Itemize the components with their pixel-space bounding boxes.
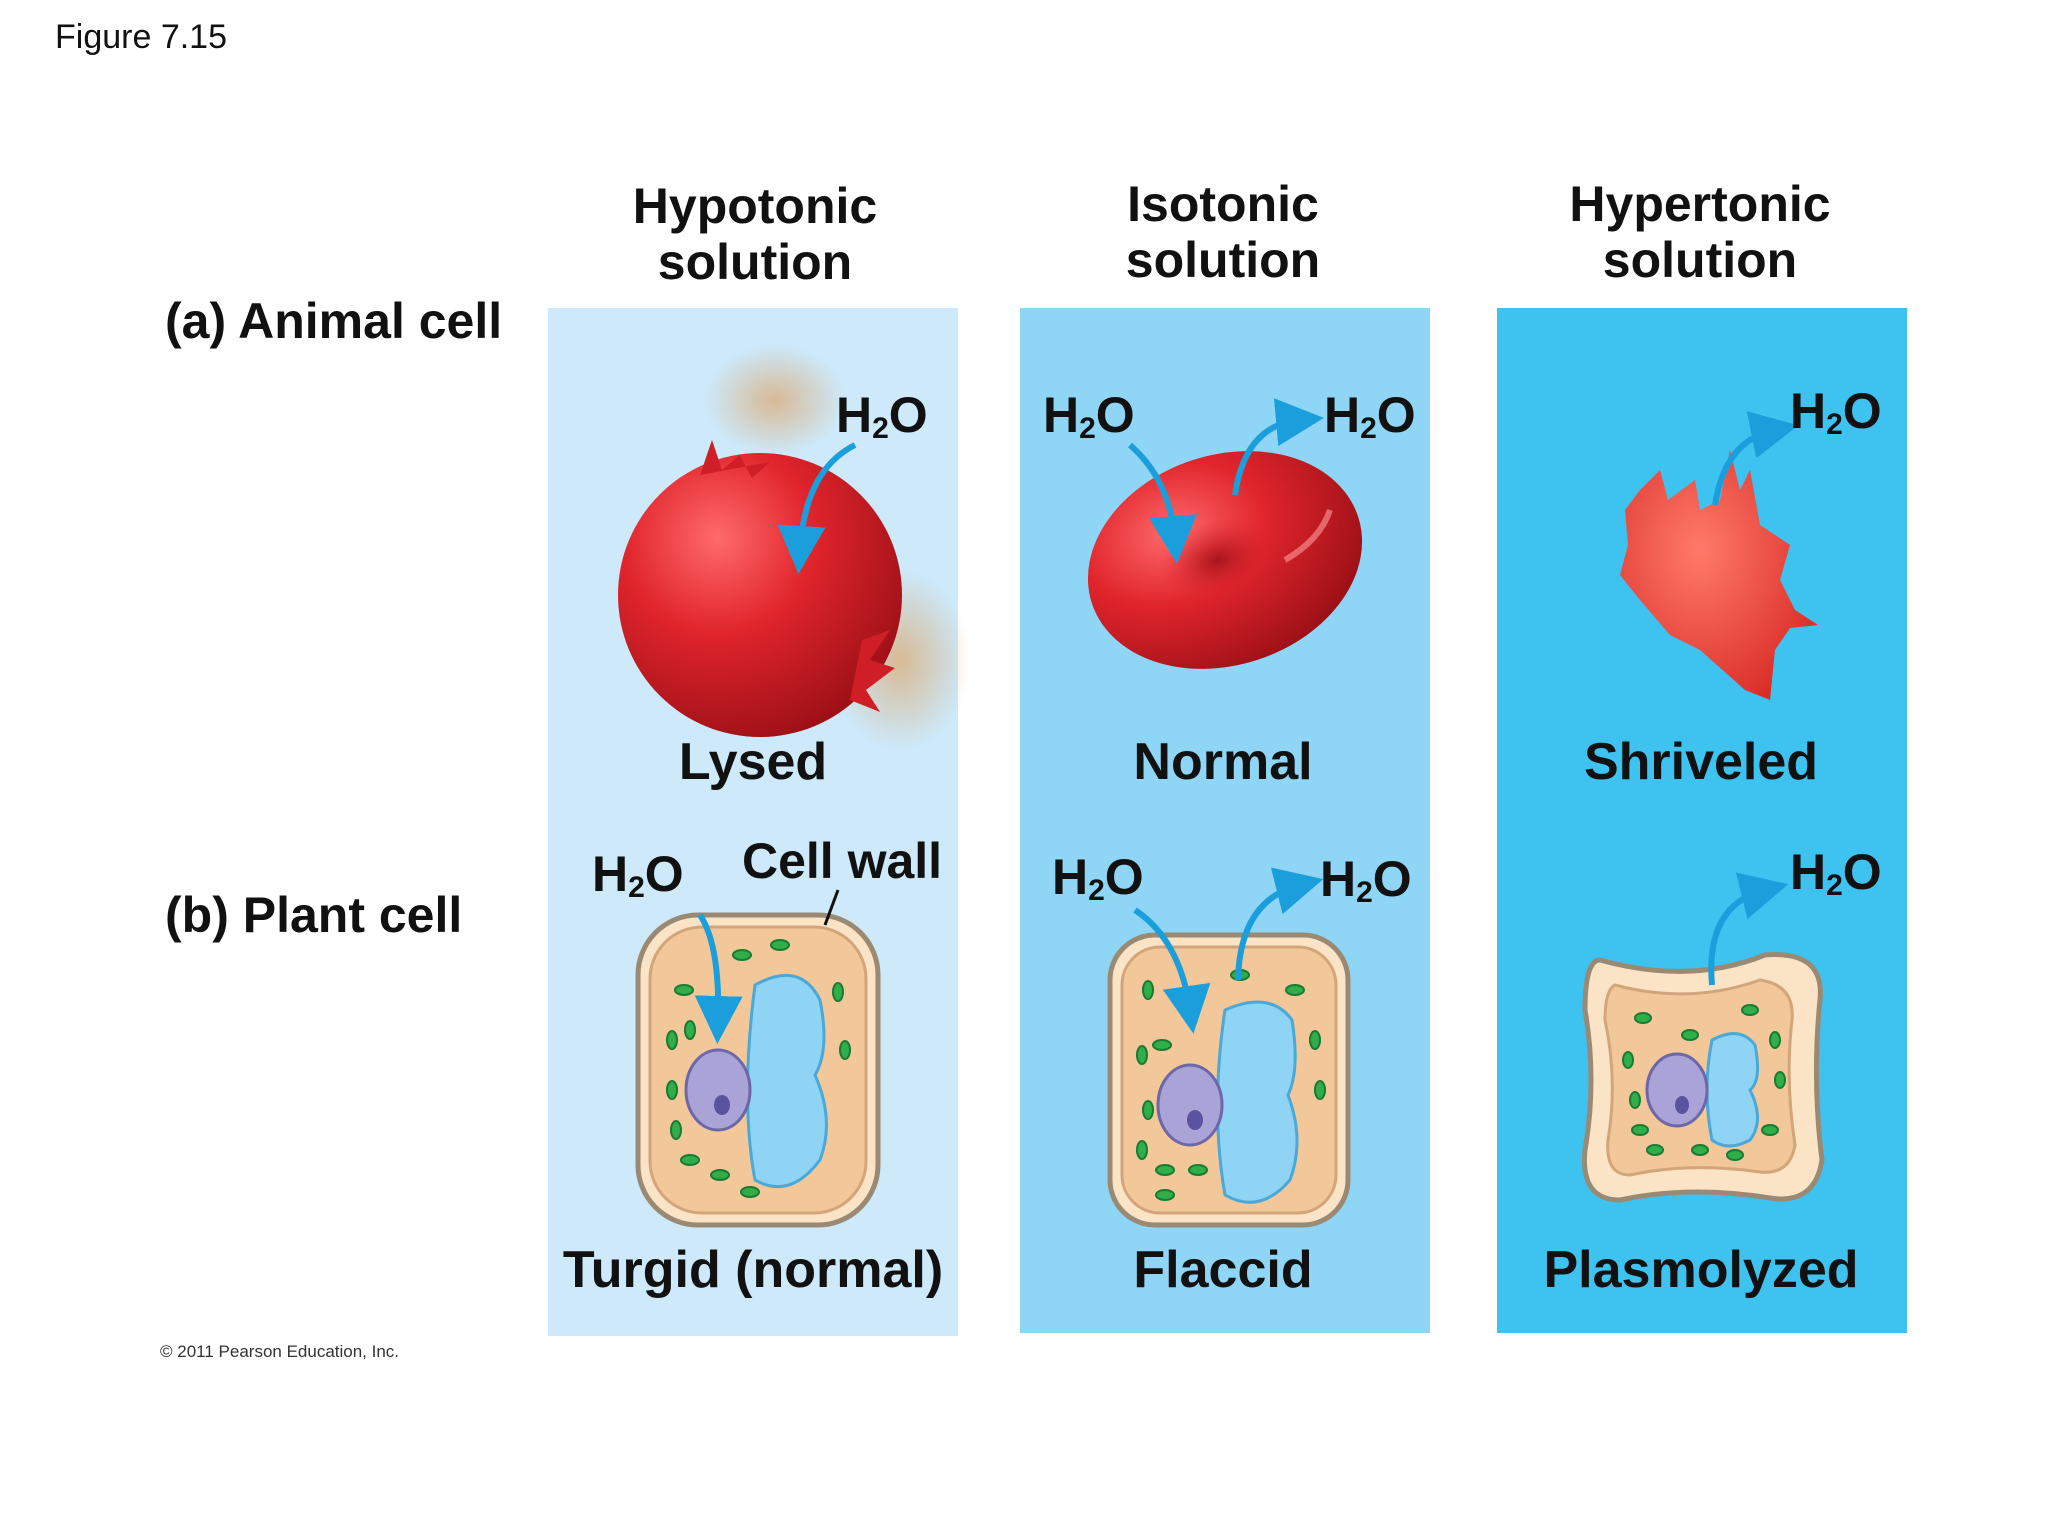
copyright-notice: © 2011 Pearson Education, Inc.	[160, 1342, 400, 1361]
vacuole	[746, 973, 828, 1189]
nucleus	[1645, 1052, 1709, 1128]
water-label: H2O	[836, 386, 928, 446]
water-out-arrow	[1712, 411, 1799, 506]
water-label-part: 2	[872, 412, 889, 445]
cell-wall-pointer	[823, 889, 840, 926]
water-label-part: 2	[1356, 876, 1373, 909]
row-label-animal-cell: (a) Animal cell	[165, 293, 503, 349]
row-label-plant-cell: (b) Plant cell	[165, 887, 463, 943]
state-label-turgid: Turgid (normal)	[562, 1241, 944, 1299]
water-label: H2O	[1043, 386, 1135, 446]
vacuole	[1705, 1032, 1760, 1148]
header-line: Hypotonic	[632, 178, 878, 234]
water-in-arrow	[777, 442, 857, 574]
water-label: H2O	[1320, 850, 1412, 910]
column-header-isotonic: Isotonic solution	[1003, 176, 1443, 288]
water-label-part: O	[1095, 387, 1135, 443]
water-out-arrow	[1232, 398, 1324, 496]
cell-wall-label: Cell wall	[742, 833, 943, 889]
state-label-shriveled: Shriveled	[1583, 733, 1819, 791]
water-label-part: 2	[1360, 412, 1377, 445]
water-label-part: O	[1842, 844, 1882, 900]
water-label-part: 2	[1088, 874, 1105, 907]
header-line: solution	[1125, 232, 1321, 288]
water-label-part: 2	[1826, 408, 1843, 441]
water-label-part: H	[1790, 844, 1827, 900]
normal-red-blood-cell	[1087, 451, 1363, 669]
water-label: H2O	[1324, 386, 1416, 446]
column-header-hypotonic: Hypotonic solution	[535, 178, 975, 290]
water-in-arrow	[1128, 442, 1197, 564]
swollen-cell	[618, 453, 902, 737]
water-label: H2O	[1790, 843, 1882, 903]
header-line: Hypertonic	[1569, 176, 1831, 232]
nucleus	[1156, 1063, 1224, 1147]
water-label: H2O	[1790, 382, 1882, 442]
water-label-part: H	[1324, 387, 1361, 443]
state-label-lysed: Lysed	[678, 733, 828, 791]
water-label-part: O	[1376, 387, 1416, 443]
water-out-arrow	[1235, 867, 1324, 981]
shriveled-red-blood-cell	[1620, 450, 1818, 700]
water-label-part: O	[1104, 849, 1144, 905]
water-label-part: H	[1043, 387, 1080, 443]
lysed-red-blood-cell	[618, 345, 970, 750]
water-label-part: O	[1842, 383, 1882, 439]
water-label-part: 2	[628, 871, 645, 904]
water-label-part: O	[644, 846, 684, 902]
water-label-part: H	[592, 846, 629, 902]
state-label-normal: Normal	[1133, 733, 1313, 791]
column-header-hypertonic: Hypertonic solution	[1480, 176, 1920, 288]
plasmolyzed-plant-cell	[1581, 952, 1825, 1203]
water-in-arrow	[694, 913, 743, 1044]
chloroplasts	[1622, 1004, 1786, 1161]
header-line: Isotonic	[1127, 176, 1319, 232]
header-line: solution	[657, 234, 853, 290]
state-label-flaccid: Flaccid	[1133, 1241, 1313, 1299]
header-line: solution	[1602, 232, 1798, 288]
nucleus	[684, 1048, 752, 1132]
water-label: H2O	[1052, 848, 1144, 908]
water-label-part: 2	[1079, 412, 1096, 445]
water-label-part: H	[1052, 849, 1089, 905]
water-label-part: O	[888, 387, 928, 443]
water-out-arrow	[1708, 872, 1789, 986]
figure-label: Figure 7.15	[55, 18, 227, 56]
turgid-plant-cell	[635, 912, 881, 1228]
water-label-part: 2	[1826, 869, 1843, 902]
water-label-part: H	[1790, 383, 1827, 439]
flaccid-plant-cell	[1107, 932, 1351, 1228]
leaking-contents	[705, 345, 845, 455]
water-in-arrow	[1133, 907, 1211, 1034]
water-label: H2O	[592, 845, 684, 905]
chloroplasts	[666, 939, 851, 1198]
vacuole	[1216, 1000, 1299, 1204]
state-label-plasmolyzed: Plasmolyzed	[1543, 1241, 1859, 1299]
water-label-part: H	[836, 387, 873, 443]
water-label-part: H	[1320, 851, 1357, 907]
water-label-part: O	[1372, 851, 1412, 907]
